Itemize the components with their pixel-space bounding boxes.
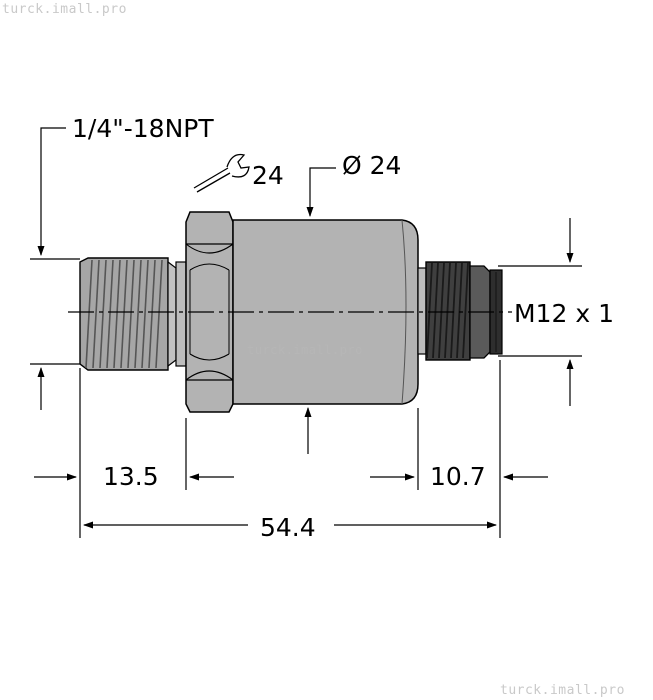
diameter-label: Ø 24 xyxy=(342,151,402,180)
wrench-icon xyxy=(193,153,250,193)
connector-label: M12 x 1 xyxy=(514,299,614,328)
wrench-size-label: 24 xyxy=(252,161,284,190)
process-thread xyxy=(79,257,187,371)
dimension-total-length: 54.4 xyxy=(260,513,316,542)
dimension-thread-length: 13.5 xyxy=(103,462,159,491)
dimension-connector-length: 10.7 xyxy=(430,462,486,491)
watermark-center: turck.imall.pro xyxy=(247,343,363,357)
thread-leader xyxy=(30,127,80,410)
connector-leader xyxy=(498,218,582,406)
watermark-top: turck.imall.pro xyxy=(2,2,127,17)
m12-connector xyxy=(417,261,503,361)
diameter-leader xyxy=(304,167,336,454)
thread-label: 1/4"-18NPT xyxy=(72,114,214,143)
dimension-lines xyxy=(34,360,548,538)
watermark-bottom: turck.imall.pro xyxy=(500,683,625,698)
